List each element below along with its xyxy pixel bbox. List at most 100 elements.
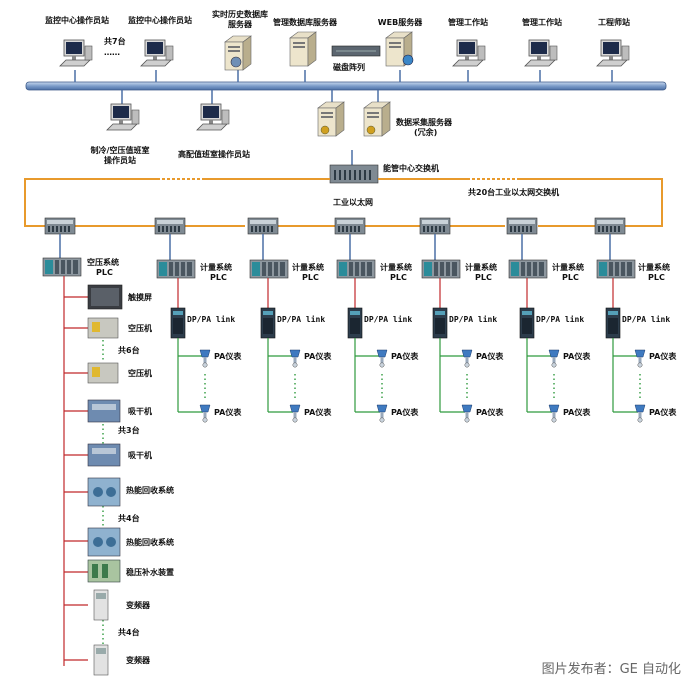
ring-switch-4-icon bbox=[334, 217, 366, 235]
monitor-station-1-label: 监控中心操作员站 bbox=[45, 16, 109, 25]
compressor-2-icon bbox=[87, 362, 119, 384]
hv-station-icon bbox=[196, 103, 230, 131]
dryer-count-label: 共3台 bbox=[118, 426, 140, 435]
dppa-link-5-label: DP/PA link bbox=[536, 315, 585, 324]
ring-switch-5-icon bbox=[419, 217, 451, 235]
vfd-2-icon bbox=[93, 644, 109, 676]
pa-1a-label: PA仪表 bbox=[214, 352, 242, 361]
dryer-1-label: 吸干机 bbox=[128, 407, 152, 416]
disk-array-icon bbox=[331, 45, 381, 57]
pa-3b-label: PA仪表 bbox=[391, 408, 419, 417]
meter-plc-3-label-2: PLC bbox=[390, 273, 407, 282]
dppa-link-1-icon bbox=[170, 307, 186, 339]
compressor-2-label: 空压机 bbox=[128, 369, 152, 378]
dppa-link-6-label: DP/PA link bbox=[622, 315, 671, 324]
engineer-station-label: 工程师站 bbox=[598, 18, 630, 27]
dppa-link-3-label: DP/PA link bbox=[364, 315, 413, 324]
ring-switch-1-icon bbox=[44, 217, 76, 235]
pa-4a-label: PA仪表 bbox=[476, 352, 504, 361]
meter-plc-1-label-1: 计量系统 bbox=[200, 263, 232, 272]
mgmt-station-1-icon bbox=[452, 39, 486, 67]
acq-server-label-2: (冗余) bbox=[414, 128, 438, 137]
acq-server-label-1: 数据采集服务器 bbox=[396, 118, 452, 127]
hv-station-label: 高配值班室操作员站 bbox=[178, 150, 250, 159]
meter-plc-4-label-2: PLC bbox=[475, 273, 492, 282]
publisher-footer: 图片发布者：GE 自动化 bbox=[541, 662, 681, 677]
disk-array-label: 磁盘阵列 bbox=[333, 63, 365, 72]
monitor-station-2-icon bbox=[140, 39, 174, 67]
mgmt-db-label: 管理数据库服务器 bbox=[273, 18, 337, 27]
compressor-1-icon bbox=[87, 317, 119, 339]
dppa-link-5-icon bbox=[519, 307, 535, 339]
dppa-link-2-label: DP/PA link bbox=[277, 315, 326, 324]
dppa-link-2-icon bbox=[260, 307, 276, 339]
meter-plc-1-icon bbox=[156, 259, 196, 279]
meter-plc-2-label-2: PLC bbox=[302, 273, 319, 282]
compressor-1-label: 空压机 bbox=[128, 324, 152, 333]
vfd-1-label: 变频器 bbox=[126, 601, 150, 610]
pa-6a-label: PA仪表 bbox=[649, 352, 677, 361]
ring-switch-3-icon bbox=[247, 217, 279, 235]
dryer-2-icon bbox=[87, 443, 121, 467]
touch-screen-label: 触摸屏 bbox=[128, 293, 152, 302]
engineer-station-icon bbox=[596, 39, 630, 67]
core-switch-label: 能管中心交换机 bbox=[383, 164, 439, 173]
heat-count-label: 共4台 bbox=[118, 514, 140, 523]
main-network-bus bbox=[25, 81, 667, 91]
compressor-count-label: 共6台 bbox=[118, 346, 140, 355]
meter-plc-6-label-1: 计量系统 bbox=[638, 263, 670, 272]
vfd-1-icon bbox=[93, 589, 109, 621]
heat-recovery-2-label: 热能回收系统 bbox=[126, 538, 174, 547]
ring-switch-6-icon bbox=[506, 217, 538, 235]
heat-recovery-1-label: 热能回收系统 bbox=[126, 486, 174, 495]
air-plc-tree bbox=[63, 276, 88, 666]
meter-plc-6-icon bbox=[596, 259, 636, 279]
meter-plc-3-icon bbox=[336, 259, 376, 279]
dryer-1-icon bbox=[87, 399, 121, 423]
ring-switch-2-icon bbox=[154, 217, 186, 235]
pa-2b-label: PA仪表 bbox=[304, 408, 332, 417]
mgmt-station-2-icon bbox=[524, 39, 558, 67]
mgmt-station-2-label: 管理工作站 bbox=[522, 18, 562, 27]
monitor-count-label: 共7台 bbox=[104, 37, 126, 46]
dryer-2-label: 吸干机 bbox=[128, 451, 152, 460]
dppa-link-4-label: DP/PA link bbox=[449, 315, 498, 324]
history-db-label: 实时历史数据库服务器 bbox=[212, 10, 268, 29]
mgmt-db-server-icon bbox=[289, 31, 317, 67]
mgmt-station-1-label: 管理工作站 bbox=[448, 18, 488, 27]
meter-plc-5-icon bbox=[508, 259, 548, 279]
pa-6b-label: PA仪表 bbox=[649, 408, 677, 417]
switch-count-label: 共20台工业以太网交换机 bbox=[468, 188, 560, 197]
vfd-2-label: 变频器 bbox=[126, 656, 150, 665]
water-unit-icon bbox=[87, 559, 121, 583]
water-unit-label: 稳压补水装置 bbox=[126, 568, 174, 577]
pa-4b-label: PA仪表 bbox=[476, 408, 504, 417]
monitor-station-2-label: 监控中心操作员站 bbox=[128, 16, 192, 25]
pa-5a-label: PA仪表 bbox=[563, 352, 591, 361]
pa-5b-label: PA仪表 bbox=[563, 408, 591, 417]
dppa-link-1-label: DP/PA link bbox=[187, 315, 236, 324]
ring-switch-7-icon bbox=[594, 217, 626, 235]
pa-2a-label: PA仪表 bbox=[304, 352, 332, 361]
meter-plc-1-label-2: PLC bbox=[210, 273, 227, 282]
meter-plc-5-label-1: 计量系统 bbox=[552, 263, 584, 272]
pa-1b-label: PA仪表 bbox=[214, 408, 242, 417]
air-plc-label-1: 空压系统 bbox=[87, 258, 119, 267]
heat-recovery-1-icon bbox=[87, 477, 121, 507]
air-plc-icon bbox=[42, 257, 82, 277]
cold-station-icon bbox=[106, 103, 140, 131]
cold-station-label-1: 制冷/空压值班室 bbox=[90, 146, 150, 155]
meter-plc-2-icon bbox=[249, 259, 289, 279]
meter-plc-3-label-1: 计量系统 bbox=[380, 263, 412, 272]
monitor-station-1-icon bbox=[59, 39, 93, 67]
top-devices bbox=[74, 70, 613, 165]
meter-plc-4-label-1: 计量系统 bbox=[465, 263, 497, 272]
meter-plc-4-icon bbox=[421, 259, 461, 279]
heat-recovery-2-icon bbox=[87, 527, 121, 557]
ethernet-ring bbox=[24, 178, 663, 227]
ethernet-label: 工业以太网 bbox=[333, 198, 373, 207]
dppa-link-3-icon bbox=[347, 307, 363, 339]
touch-screen-icon bbox=[87, 284, 123, 310]
web-server-label: WEB服务器 bbox=[377, 18, 423, 27]
